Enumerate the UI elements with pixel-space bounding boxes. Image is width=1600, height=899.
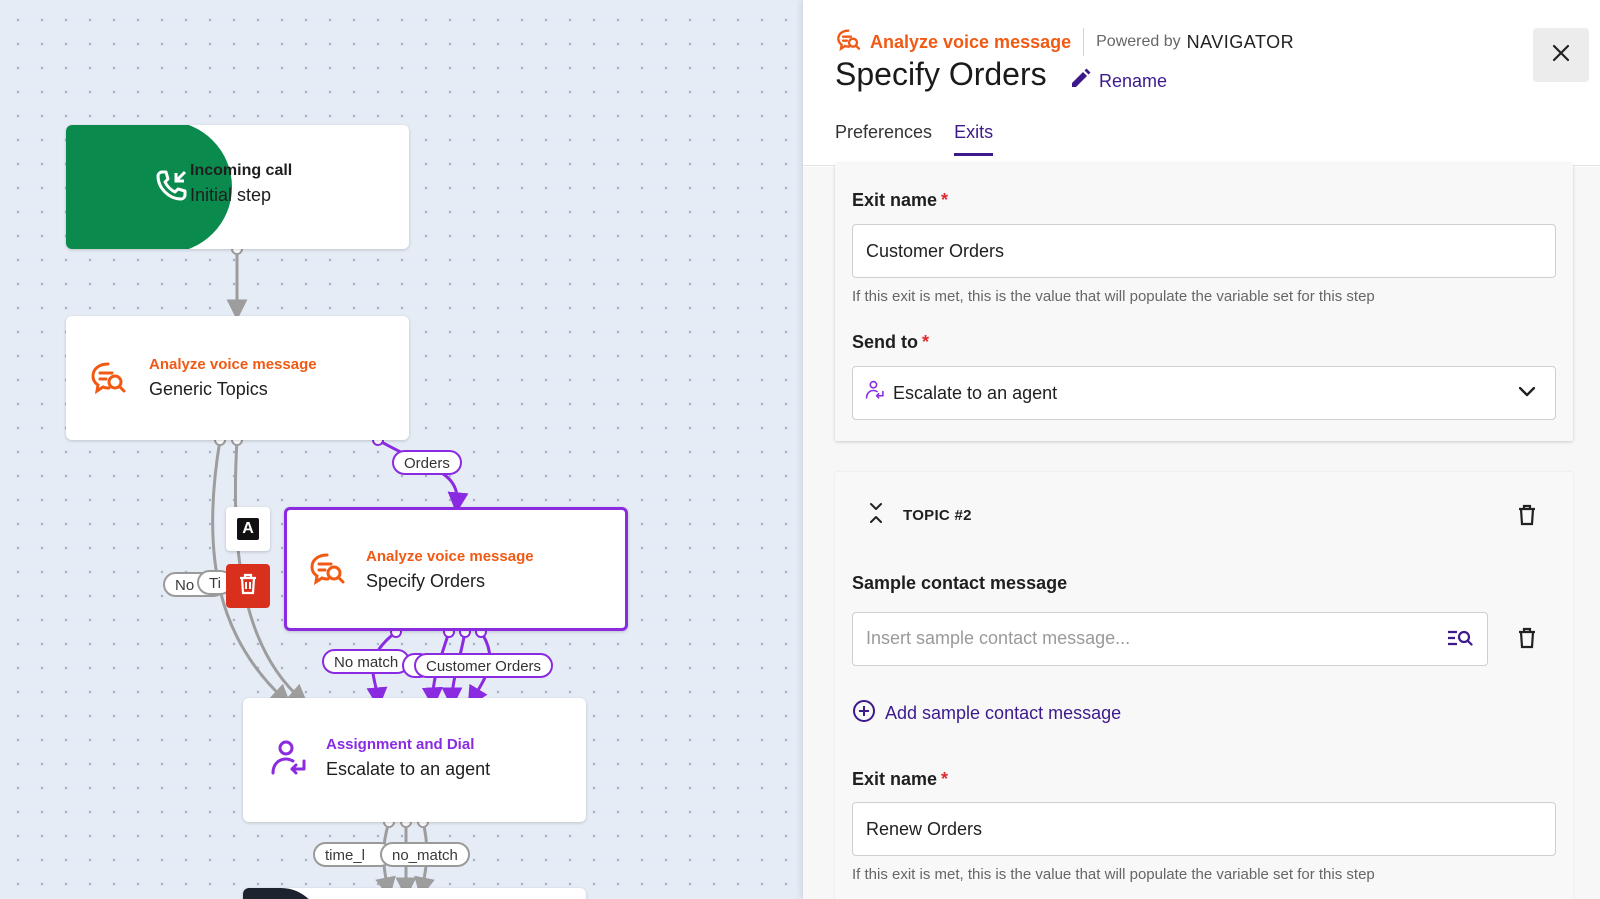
trash-icon	[1518, 627, 1536, 654]
node-title: Initial step	[190, 185, 272, 205]
node-title: Specify Orders	[366, 571, 486, 591]
chevron-collapse-icon[interactable]	[869, 502, 883, 529]
chat-search-icon	[836, 28, 862, 57]
trash-icon	[1518, 504, 1536, 531]
node-escalate-agent[interactable]: Assignment and Dial Escalate to an agent	[243, 698, 586, 822]
pencil-icon	[1069, 68, 1091, 95]
topic-card: TOPIC #2 Sample contact message	[835, 472, 1573, 899]
wire-label-orders[interactable]: Orders	[392, 450, 462, 475]
text-tool-icon: A	[237, 518, 259, 540]
node-incoming-accent	[66, 125, 232, 249]
person-arrow-icon	[865, 380, 885, 406]
wire-label-customer-orders[interactable]: Customer Orders	[414, 653, 554, 678]
node-kicker: Assignment and Dial	[326, 736, 475, 753]
panel-tabs: Preferences Exits	[835, 122, 994, 156]
powered-by-label: Powered by	[1096, 33, 1181, 50]
required-mark: *	[941, 190, 949, 210]
node-next-step[interactable]	[243, 888, 586, 899]
topic-header: TOPIC #2	[869, 502, 972, 529]
node-specify-orders[interactable]: Analyze voice message Specify Orders	[284, 507, 628, 631]
send-to-value: Escalate to an agent	[893, 382, 1058, 403]
add-sample-button[interactable]: Add sample contact message	[852, 699, 1121, 728]
node-generic-topics[interactable]: Analyze voice message Generic Topics	[66, 316, 409, 440]
send-to-select[interactable]: Escalate to an agent	[852, 366, 1556, 420]
delete-sample-button[interactable]	[1511, 624, 1543, 656]
panel-header: Analyze voice message Powered by NAVIGAT…	[803, 0, 1600, 166]
required-mark: *	[941, 769, 949, 789]
wire-label-no-match-lower[interactable]: no_match	[380, 842, 470, 867]
chevron-down-icon	[1518, 384, 1536, 402]
sample-message-input[interactable]	[866, 613, 1426, 663]
wire-label-no-match[interactable]: No match	[322, 649, 411, 674]
brand-name: NAVIGATOR	[1186, 31, 1295, 52]
panel-body[interactable]: Exit name* If this exit is met, this is …	[803, 163, 1600, 899]
close-button[interactable]	[1533, 28, 1589, 82]
node-title: Generic Topics	[149, 379, 268, 399]
exit-card: Exit name* If this exit is met, this is …	[835, 163, 1573, 441]
node-kicker: Analyze voice message	[149, 356, 317, 373]
node-text-tool-button[interactable]: A	[226, 507, 270, 551]
exit-name-field[interactable]	[852, 224, 1556, 278]
flow-canvas[interactable]: Incoming call Initial step Analyze voice…	[0, 0, 803, 899]
delete-topic-button[interactable]	[1511, 501, 1543, 533]
kicker-divider	[1083, 28, 1085, 56]
step-settings-panel: Analyze voice message Powered by NAVIGAT…	[803, 0, 1600, 899]
node-delete-button[interactable]	[226, 564, 270, 608]
tab-preferences[interactable]: Preferences	[835, 122, 933, 142]
exit-name-helper: If this exit is met, this is the value t…	[852, 288, 1375, 305]
phone-incoming-icon	[152, 165, 192, 210]
sample-message-label: Sample contact message	[852, 573, 1068, 593]
close-icon	[1552, 44, 1570, 67]
list-search-icon[interactable]	[1447, 628, 1473, 653]
exit-name-label: Exit name*	[852, 769, 949, 789]
exit-name-label: Exit name*	[852, 190, 949, 210]
node-kicker: Incoming call	[190, 162, 293, 179]
tab-exits[interactable]: Exits	[954, 122, 994, 156]
required-mark: *	[922, 332, 930, 352]
add-sample-label: Add sample contact message	[885, 703, 1122, 723]
exit-name-helper: If this exit is met, this is the value t…	[852, 866, 1375, 883]
node-incoming-call[interactable]: Incoming call Initial step	[66, 125, 409, 249]
page-title: Specify Orders	[835, 56, 1047, 92]
panel-kicker-row: Analyze voice message Powered by NAVIGAT…	[836, 28, 1294, 56]
node-kicker: Analyze voice message	[366, 548, 534, 565]
trash-icon	[238, 573, 258, 600]
node-next-accent	[243, 888, 321, 899]
node-title: Escalate to an agent	[326, 759, 491, 779]
chat-search-icon	[90, 360, 128, 401]
topic-label: TOPIC #2	[903, 507, 972, 524]
person-arrow-icon	[270, 739, 308, 784]
rename-button[interactable]: Rename	[1069, 68, 1167, 95]
exit-name-field[interactable]	[852, 802, 1556, 856]
send-to-label: Send to*	[852, 332, 930, 352]
plus-circle-icon	[852, 699, 876, 728]
sample-message-input-wrap	[852, 612, 1488, 666]
rename-label: Rename	[1099, 71, 1168, 91]
chat-search-icon	[309, 551, 347, 592]
panel-kicker: Analyze voice message	[870, 31, 1072, 52]
